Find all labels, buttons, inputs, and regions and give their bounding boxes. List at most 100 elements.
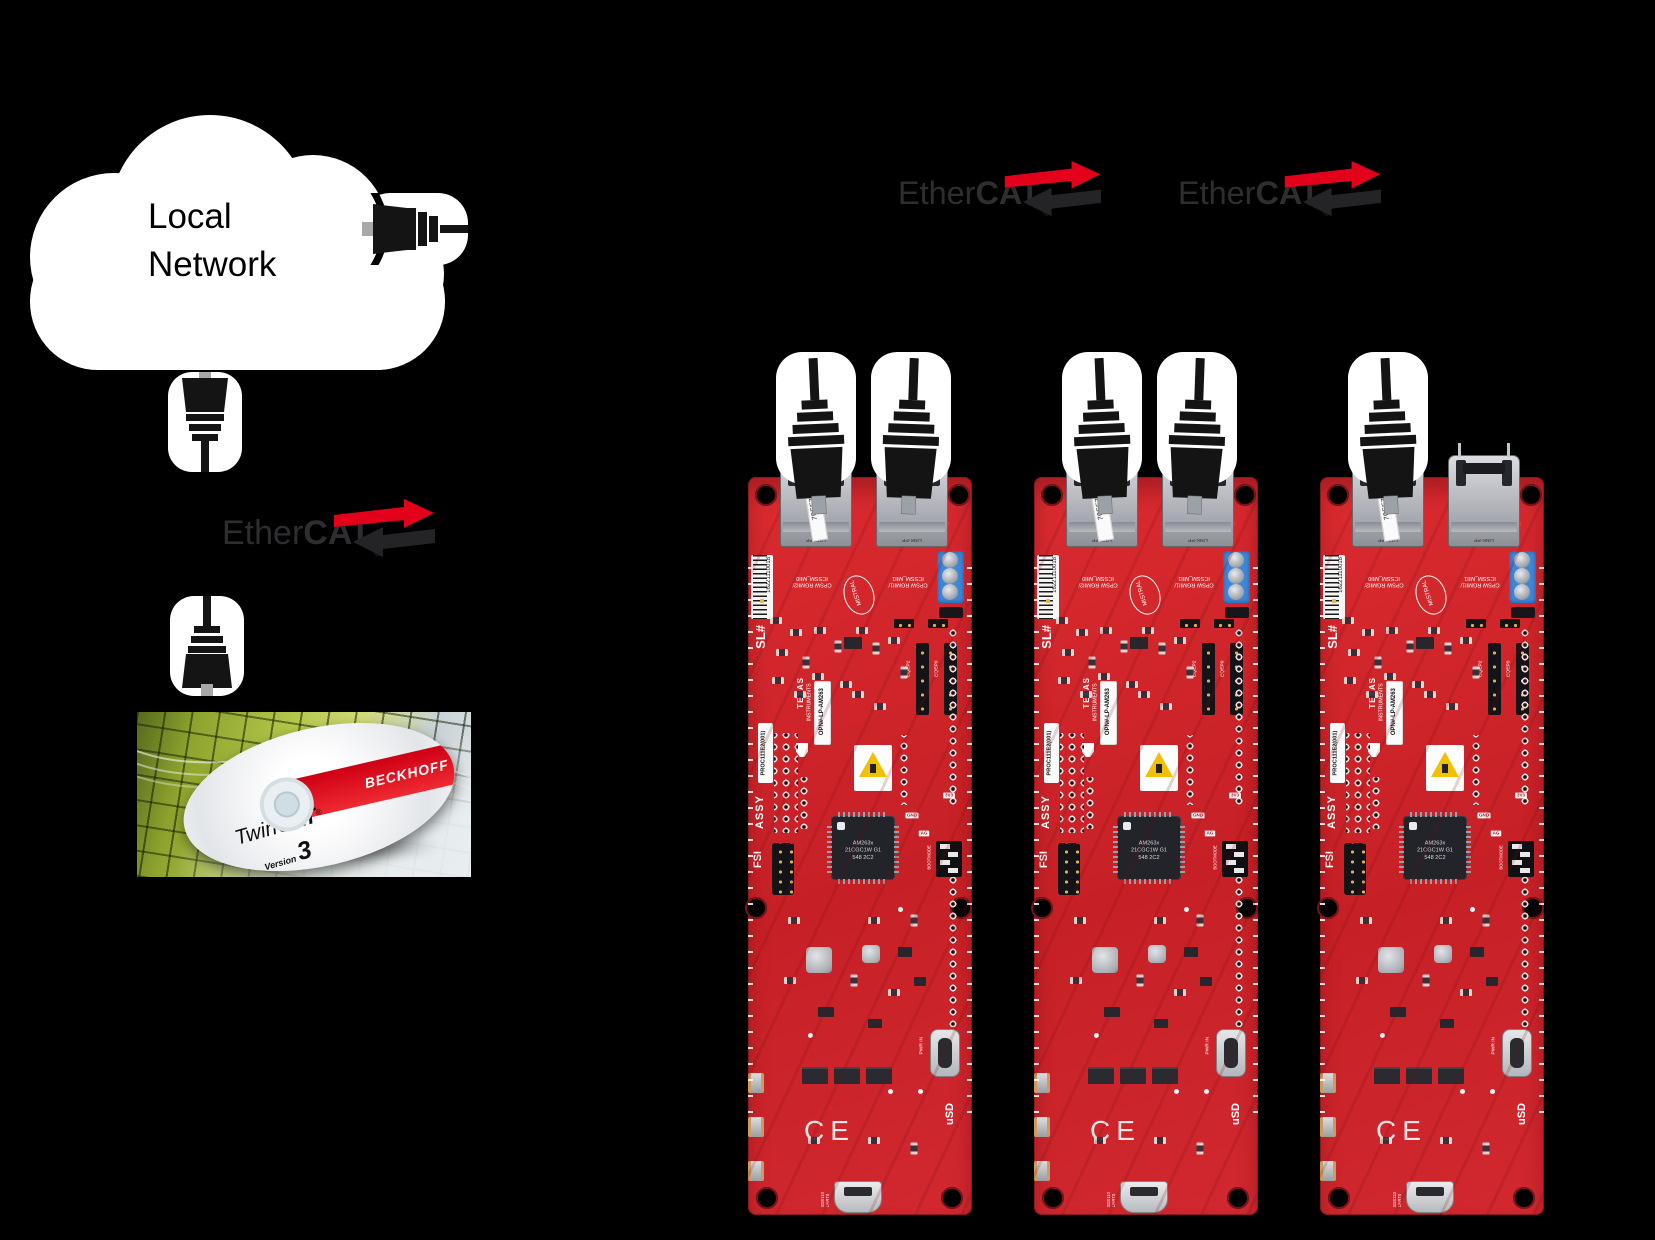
test-point: [1204, 1089, 1209, 1094]
proc-sticker: PROC111E2(001): [1330, 723, 1345, 783]
smd-component: [1440, 917, 1452, 924]
am263x-mcu-chip: AM263x 21CGC1W G1 548 2C2: [827, 812, 899, 884]
edge-silkscreen-ticks: [1253, 567, 1258, 1127]
smd-component: [1074, 917, 1086, 924]
through-hole-grid: [1470, 735, 1482, 805]
ethernet-plug-down-icon: [1359, 357, 1417, 515]
small-ic: [898, 947, 912, 957]
small-ic: [1416, 637, 1434, 649]
smd-component: [770, 617, 782, 624]
usd-label: uSD: [944, 1103, 956, 1125]
smd-component: [850, 974, 858, 987]
chip-pins: [1124, 812, 1174, 817]
connector-2pin: [1225, 607, 1249, 618]
jack-plug-opening: [1463, 463, 1505, 474]
eqep2-header: [1488, 643, 1501, 715]
small-ic: [868, 1019, 882, 1028]
hot-surface-warning-label: [1140, 745, 1178, 791]
through-hole-grid: [947, 625, 959, 809]
test-point: [1380, 1033, 1385, 1038]
power-inductor: [1092, 947, 1118, 973]
smd-component: [772, 677, 784, 684]
ethercat-text-regular: Ether: [1178, 175, 1256, 211]
test-point: [1470, 907, 1475, 912]
mounting-hole: [1042, 1187, 1064, 1209]
smd-component: [1440, 1137, 1452, 1144]
eqep0-label: EQEP0: [1220, 660, 1225, 677]
jack-band: [879, 522, 945, 532]
ethernet-cable-port-left: [1348, 352, 1428, 515]
small-ic: [914, 977, 926, 986]
smd-component: [1460, 989, 1472, 996]
ethernet-plug-down-icon: [1168, 357, 1226, 515]
smd-component: [1424, 691, 1436, 698]
micro-usb-connector: [1406, 1181, 1454, 1213]
smd-component: [1356, 977, 1368, 984]
jack-latch-slot: [1456, 460, 1466, 486]
uart-label: XDS110 UART0: [821, 1192, 831, 1208]
smd-component: [1348, 649, 1360, 656]
small-ic: [1200, 977, 1212, 986]
opn-sticker: OPN#-LP-AM263: [1386, 681, 1403, 745]
pwr-in-connector: [930, 1029, 960, 1077]
chip-pins: [1410, 879, 1460, 884]
proc-text: PROC111E2(001): [1046, 730, 1053, 776]
small-ic: [1486, 977, 1498, 986]
smd-component: [776, 649, 788, 656]
mounting-hole: [1227, 1187, 1249, 1209]
opn-sticker: OPN#-LP-AM263: [814, 681, 831, 745]
small-ic: [1470, 947, 1484, 957]
through-hole-grid: [1060, 733, 1084, 833]
soic-ic: [1120, 1067, 1146, 1084]
through-hole-grid: [1519, 625, 1531, 809]
ethernet-plug-down-icon: [182, 596, 232, 696]
smd-component: [900, 666, 908, 679]
slot-number-label: SL#: [1325, 625, 1340, 649]
cloud-label: Local Network: [148, 193, 276, 289]
ethernet-cable-port-left: [1062, 352, 1142, 515]
opn-text: OPN#-LP-AM263: [818, 688, 825, 736]
fsi-label: FSI: [752, 851, 764, 869]
pwr-in-connector: [1216, 1029, 1246, 1077]
smd-component: [1344, 677, 1356, 684]
smd-component: [1126, 681, 1138, 688]
3v3-tag: 3V3: [1515, 792, 1527, 799]
chip-pins: [1113, 823, 1118, 873]
smd-component: [1154, 917, 1166, 924]
ethercat-text-regular: Ether: [222, 514, 303, 552]
pwr-in-label: PWR IN: [1491, 1036, 1496, 1055]
edge-silkscreen-ticks: [967, 567, 972, 1127]
hot-surface-warning-label: [1426, 745, 1464, 791]
led-amber: [760, 599, 764, 603]
ethercat-red-arrow-icon: [1004, 160, 1101, 189]
assy-label: ASSY: [754, 795, 766, 829]
opn-text: OPN#-LP-AM263: [1104, 688, 1111, 736]
chip-pins: [1399, 823, 1404, 873]
3v3-tag: 3V3: [943, 792, 955, 799]
test-point: [1184, 907, 1189, 912]
smd-component: [874, 703, 886, 710]
fsi-header: [1058, 843, 1080, 895]
power-terminal-block: [1509, 551, 1536, 603]
smd-component: [1100, 627, 1112, 634]
smd-component: [1058, 677, 1070, 684]
gnd-tag: GND: [905, 812, 919, 819]
smd-component: [1196, 914, 1204, 927]
eqep2-header: [916, 643, 929, 715]
terminal-screw: [942, 552, 958, 568]
smd-component: [888, 637, 900, 644]
ethernet-cable-port-right: [1157, 352, 1237, 515]
jumper-header: [1500, 619, 1520, 628]
am263x-mcu-chip: AM263x 21CGC1W G1 548 2C2: [1399, 812, 1471, 884]
ti-brand-line2: INSTRUMENTS: [1092, 683, 1099, 722]
chip-pins: [894, 823, 899, 873]
smd-component: [1136, 974, 1144, 987]
jack-band: [1451, 522, 1517, 532]
soic-ic: [834, 1067, 860, 1084]
smd-component: [868, 1137, 880, 1144]
warning-triangle-icon: [859, 752, 887, 777]
small-ic: [1390, 1007, 1406, 1017]
warning-triangle-icon: [1145, 752, 1173, 777]
mounting-hole: [1513, 1187, 1535, 1209]
